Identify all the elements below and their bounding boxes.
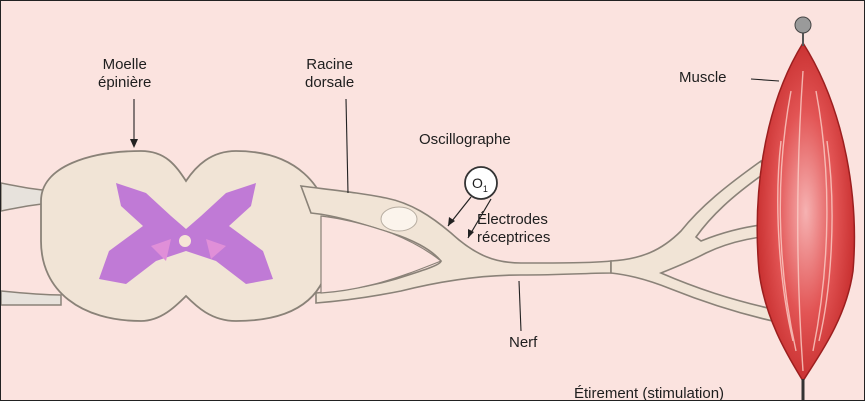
label-nerf: Nerf xyxy=(509,334,537,352)
dorsal-root-ganglion xyxy=(381,207,417,231)
label-electrodes-receptrices: Électrodesréceptrices xyxy=(477,211,550,247)
label-etirement: Étirement (stimulation) xyxy=(574,385,724,401)
label-oscillographe: Oscillographe xyxy=(419,131,511,149)
muscle-leader xyxy=(751,79,779,81)
label-muscle: Muscle xyxy=(679,69,727,87)
label-racine-dorsale: Racinedorsale xyxy=(305,56,354,92)
label-o1-letter: O xyxy=(472,175,483,191)
label-o1: O1 xyxy=(472,174,488,198)
left-nerve-stub-bottom xyxy=(1,291,61,305)
racine-leader xyxy=(346,99,348,193)
label-o1-subscript: 1 xyxy=(483,184,488,194)
tendon-knob xyxy=(795,17,811,33)
muscle-body xyxy=(757,43,854,381)
label-moelle-epiniere: Moelleépinière xyxy=(98,56,151,92)
moelle-arrowhead xyxy=(130,139,138,148)
nerf-leader xyxy=(519,281,521,331)
central-canal xyxy=(178,234,192,248)
